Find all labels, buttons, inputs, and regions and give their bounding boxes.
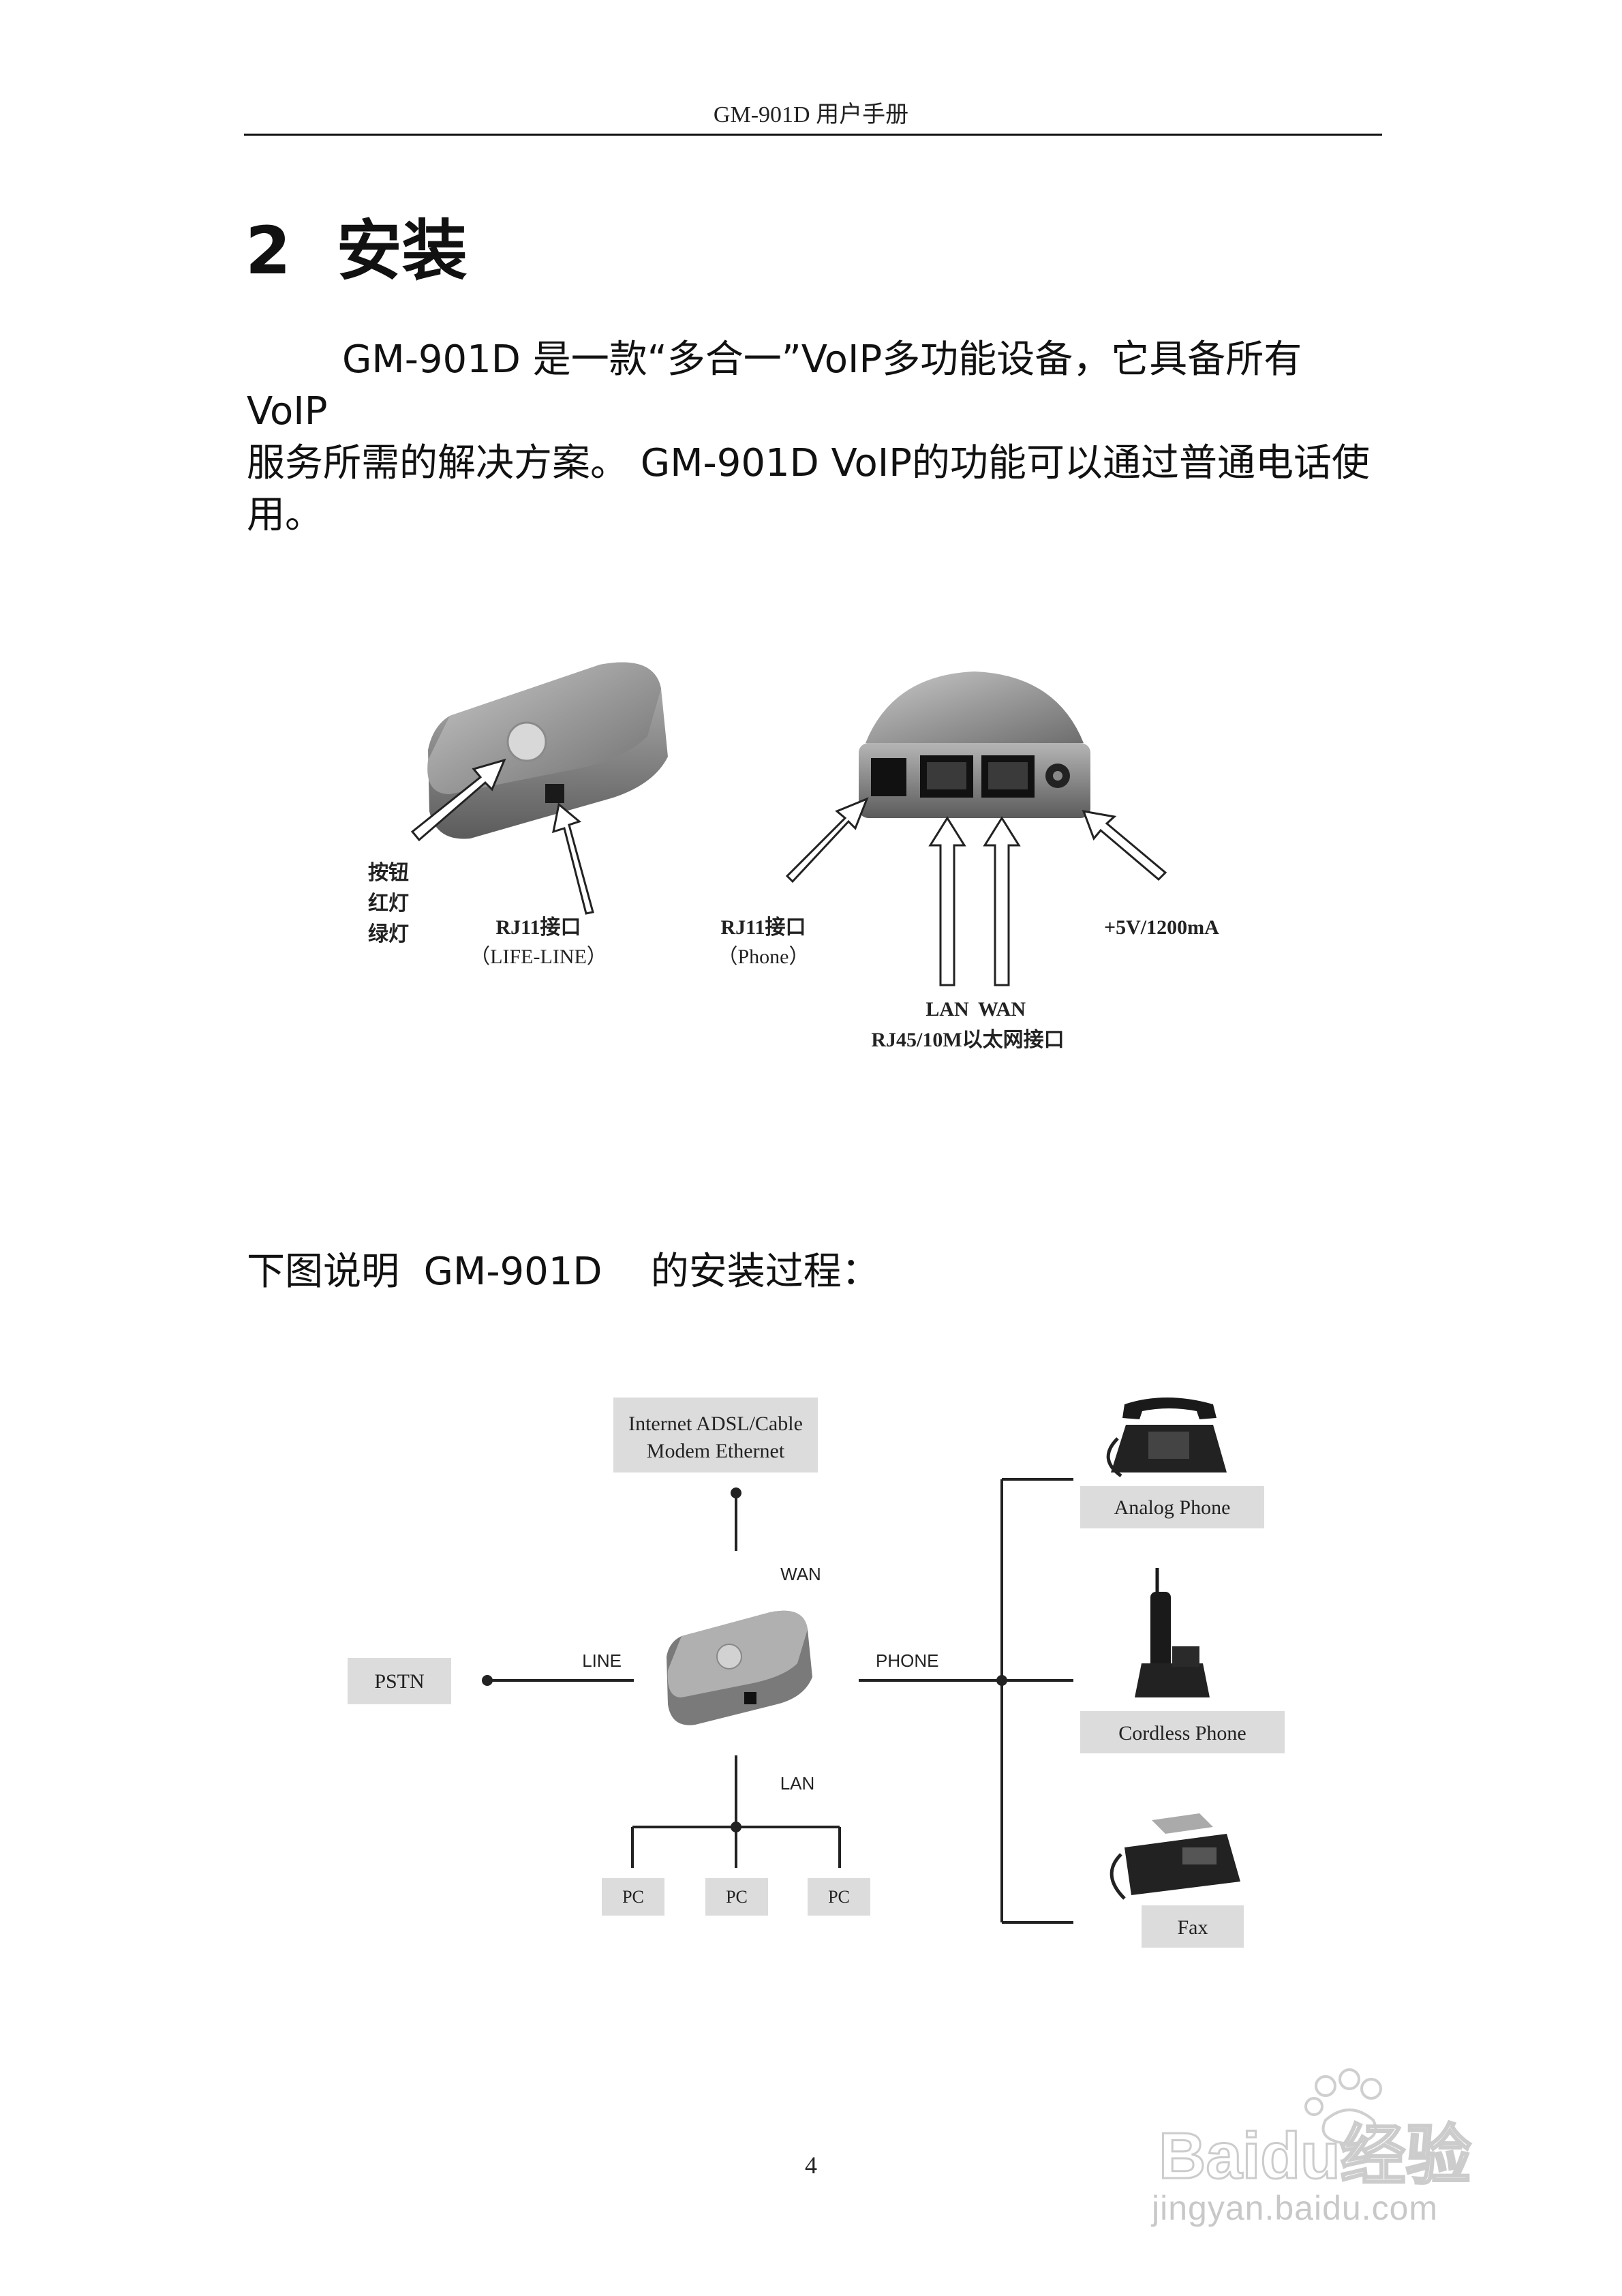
line-connector-label: LINE <box>582 1650 622 1671</box>
page-number: 4 <box>805 2151 817 2179</box>
device-front-view <box>859 671 1090 818</box>
header-title: GM-901D 用户手册 <box>713 102 909 127</box>
rj11-phone-label: RJ11接口 <box>720 916 806 939</box>
lan-arrow <box>928 816 966 986</box>
cordless-phone-box <box>1080 1711 1285 1753</box>
gateway-device <box>667 1610 812 1725</box>
pc-box-2 <box>705 1878 768 1916</box>
analog-phone-box <box>1080 1486 1264 1528</box>
installation-caption: 下图说明 GM-901D 的安装过程： <box>247 1250 880 1294</box>
device-top-view <box>427 662 668 839</box>
lifeline-arrow <box>552 802 594 915</box>
rj11-port-side <box>545 784 564 803</box>
pc-label-1: PC <box>622 1887 644 1907</box>
installation-diagram: Internet ADSL/Cable Modem Ethernet WAN P… <box>348 1398 1285 1948</box>
device-ports-figure: 按钮 红灯 绿灯 RJ11接口 （LIFE-LINE） RJ11接口 （Phon… <box>368 662 1219 1051</box>
section-heading: 2 安装 <box>245 198 468 292</box>
section-title: 安装 <box>336 213 468 289</box>
rj11-lifeline-label: RJ11接口 <box>495 916 581 939</box>
button-arrow <box>410 758 506 842</box>
pc-label-2: PC <box>726 1887 748 1907</box>
watermark-url: jingyan.baidu.com <box>1152 2189 1439 2227</box>
ethernet-label: RJ45/10M以太网接口 <box>871 1029 1064 1051</box>
button-label-green-led: 绿灯 <box>368 923 409 946</box>
wan-label: WAN <box>978 998 1026 1021</box>
fax-icon <box>1110 1813 1240 1900</box>
fax-box <box>1142 1905 1244 1948</box>
analog-phone-label: Analog Phone <box>1114 1496 1231 1519</box>
intro-line-3: 用。 <box>247 493 323 537</box>
button-label-button: 按钮 <box>368 862 409 884</box>
internet-modem-label-2: Modem Ethernet <box>647 1440 785 1462</box>
button-label-red-led: 红灯 <box>368 892 409 915</box>
phone-connector-label: PHONE <box>876 1650 938 1671</box>
phone-port <box>871 758 906 796</box>
wan-arrow <box>983 816 1021 986</box>
intro-line-2: 服务所需的解决方案。 GM-901D VoIP的功能可以通过普通电话使 <box>247 441 1371 485</box>
rj11-phone-sublabel: （Phone） <box>718 946 810 968</box>
pc-label-3: PC <box>828 1887 850 1907</box>
pstn-box <box>348 1658 451 1704</box>
pc-box-3 <box>808 1878 870 1916</box>
fax-label: Fax <box>1178 1916 1208 1939</box>
analog-phone-icon <box>1106 1398 1227 1478</box>
power-arrow <box>1082 810 1167 881</box>
pstn-label: PSTN <box>374 1670 424 1693</box>
lan-label: LAN <box>925 998 969 1021</box>
watermark-brand: Baidu经验 <box>1159 2119 1471 2192</box>
internet-modem-box <box>613 1398 818 1472</box>
cordless-phone-label: Cordless Phone <box>1118 1722 1246 1744</box>
pc-box-1 <box>602 1878 664 1916</box>
baidu-watermark-logo: Baidu经验 <box>1158 2068 1472 2194</box>
lan-connector-label: LAN <box>780 1773 815 1794</box>
section-number: 2 <box>245 213 291 289</box>
internet-modem-label-1: Internet ADSL/Cable <box>628 1413 803 1435</box>
rj11-lifeline-sublabel: （LIFE-LINE） <box>470 946 607 968</box>
cordless-phone-icon <box>1135 1568 1210 1697</box>
intro-paragraph: GM-901D 是一款“多合一”VoIP多功能设备，它具备所有VoIP 服务所需… <box>247 334 1378 541</box>
wan-connector-label: WAN <box>780 1564 821 1584</box>
device-button <box>506 721 547 762</box>
phone-port-arrow <box>785 797 869 883</box>
intro-line-1: GM-901D 是一款“多合一”VoIP多功能设备，它具备所有VoIP <box>247 337 1302 434</box>
header-rule <box>244 134 1382 136</box>
power-label: +5V/1200mA <box>1104 916 1219 939</box>
